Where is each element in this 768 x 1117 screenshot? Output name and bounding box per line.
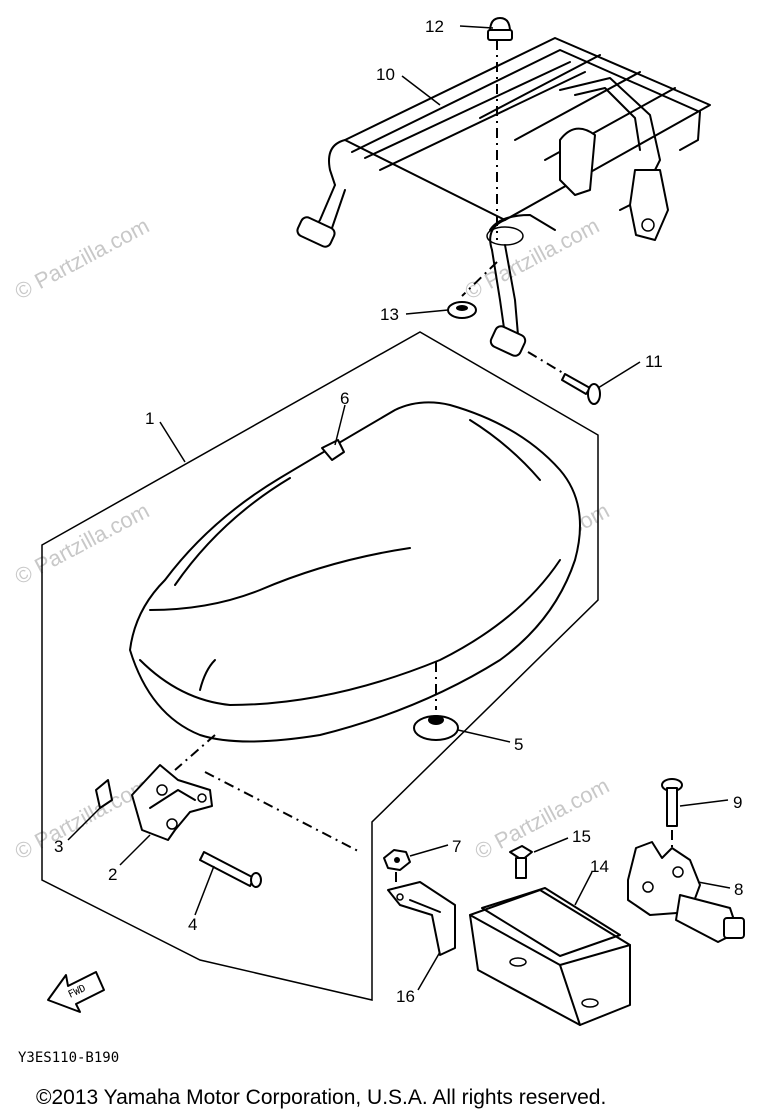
callout-2: 2: [108, 865, 117, 884]
part-13-damper: [447, 301, 477, 319]
callout-1: 1: [145, 409, 154, 428]
rear-carrier: [296, 37, 711, 357]
callout-14: 14: [590, 857, 609, 876]
callouts: 12 10 13 11 1 6 5 3 2 4 7 16 9 8 15 14: [54, 17, 743, 1006]
part-4-pin: [199, 851, 262, 888]
fwd-arrow: FWD: [47, 971, 105, 1013]
part-11-bolt: [527, 351, 601, 405]
assembly-outline: [41, 331, 599, 1001]
part-7-nut: [383, 849, 411, 890]
part-12-cap-nut: [487, 17, 513, 41]
watermark-6: © Partzilla.com: [471, 773, 614, 865]
callout-5: 5: [514, 735, 523, 754]
part-2-hinge: [131, 764, 213, 841]
part-14-tray: [469, 887, 631, 1026]
callout-11: 11: [645, 352, 663, 371]
leader-lines: [67, 25, 731, 991]
callout-6: 6: [340, 389, 349, 408]
callout-10: 10: [376, 65, 395, 84]
part-15-screw: [509, 845, 533, 879]
copyright-notice: ©2013 Yamaha Motor Corporation, U.S.A. A…: [36, 1086, 606, 1109]
watermark-3: © Partzilla.com: [11, 498, 154, 590]
part-16-bracket: [387, 881, 456, 956]
callout-3: 3: [54, 837, 63, 856]
callout-9: 9: [733, 793, 742, 812]
watermark-1: © Partzilla.com: [11, 213, 154, 305]
callout-15: 15: [572, 827, 591, 846]
callout-12: 12: [425, 17, 444, 36]
callout-16: 16: [396, 987, 415, 1006]
callout-13: 13: [380, 305, 399, 324]
watermark-5: © Partzilla.com: [11, 773, 154, 865]
callout-4: 4: [188, 915, 197, 934]
callout-7: 7: [452, 837, 461, 856]
part-9-bolt: [661, 778, 683, 858]
callout-8: 8: [734, 880, 743, 899]
part-8-seat-lock: [627, 841, 745, 943]
diagram-code: Y3ES110-B190: [18, 1050, 119, 1066]
seat: [129, 401, 581, 853]
watermark-2: © Partzilla.com: [461, 213, 604, 305]
part-3-clip: [95, 779, 113, 809]
